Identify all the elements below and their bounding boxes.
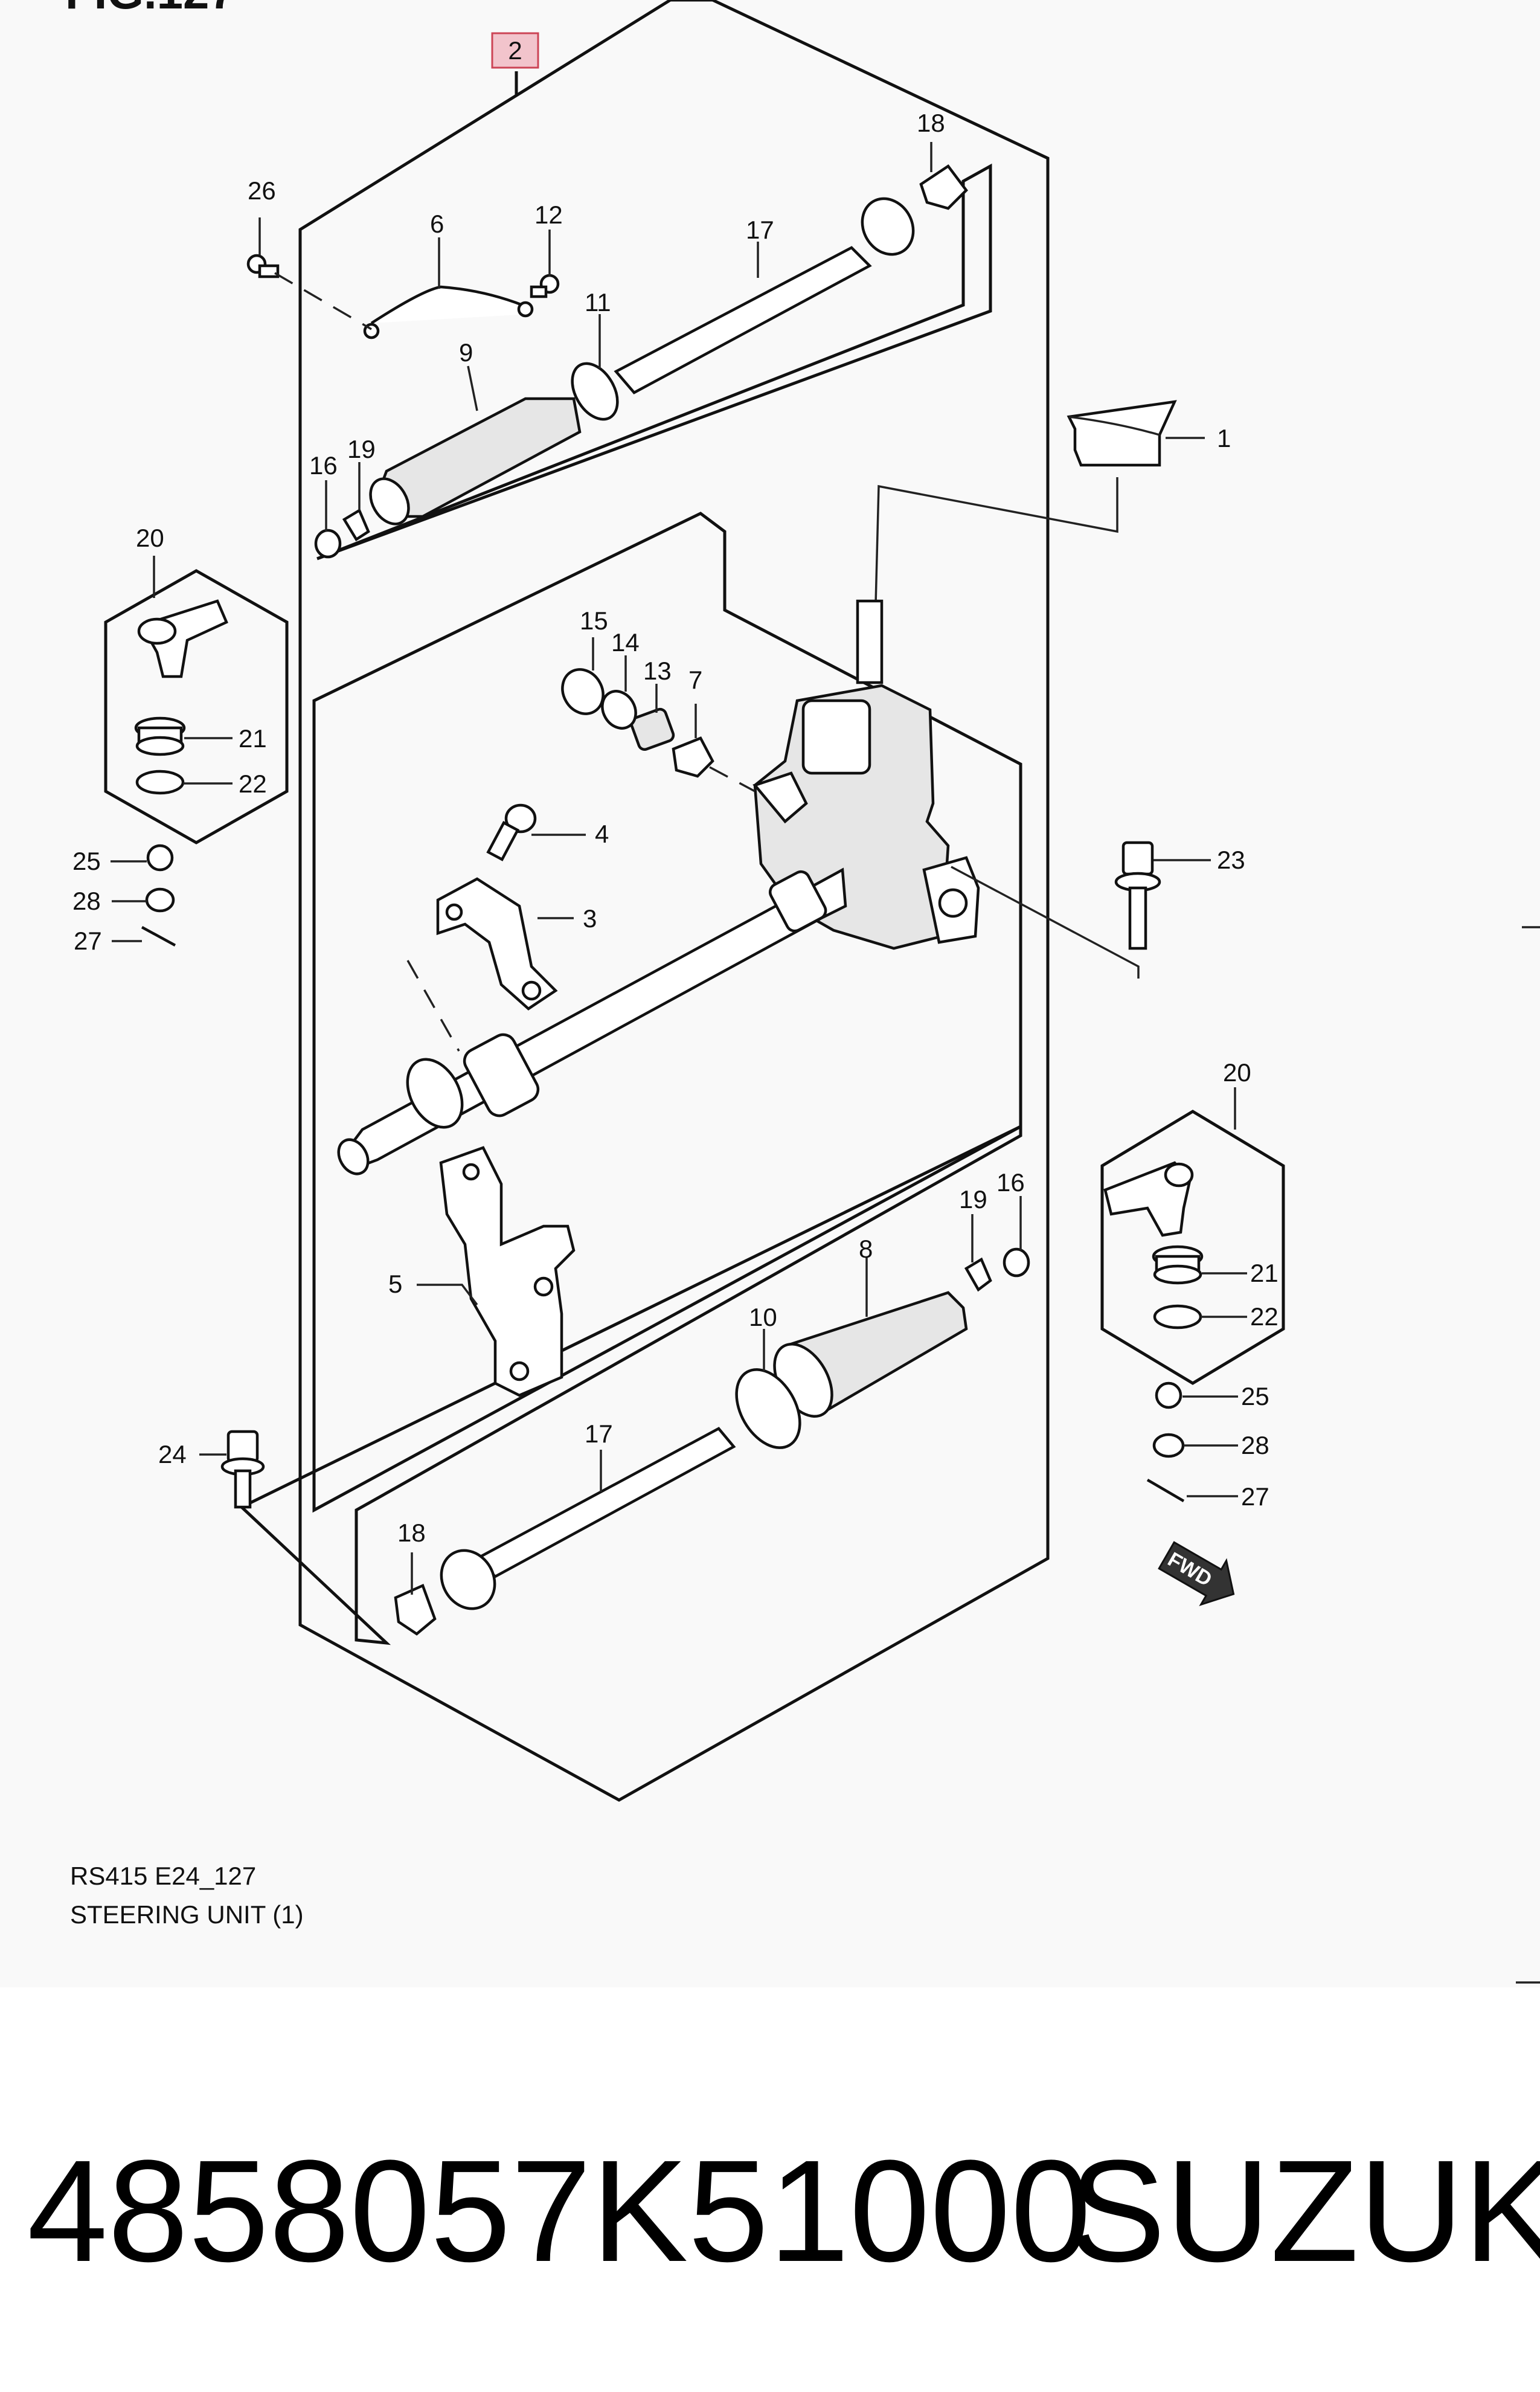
part-12-screw[interactable] [530, 274, 560, 298]
callout-17-lower[interactable]: 17 [585, 1419, 613, 1448]
part-28-castle-nut-right[interactable] [1152, 1433, 1185, 1458]
leader-lines [111, 142, 1247, 1595]
part-6-wire[interactable] [370, 285, 530, 324]
part-20-tie-rod-end-left[interactable] [137, 599, 228, 678]
callout-4[interactable]: 4 [595, 820, 609, 848]
part-18-lock-washer-upper[interactable] [919, 164, 968, 210]
callout-7[interactable]: 7 [688, 666, 702, 694]
part-4-bolt[interactable] [486, 803, 537, 861]
part-6-wire-end-right[interactable] [517, 301, 534, 318]
part-28-castle-nut-left[interactable] [145, 887, 175, 913]
part-17-tie-rod-upper[interactable] [614, 189, 923, 394]
right-tie-rod-end-box [1100, 1110, 1285, 1385]
part-10-band[interactable] [723, 1358, 813, 1459]
callout-8[interactable]: 8 [859, 1235, 873, 1263]
part-14-plug[interactable] [595, 685, 642, 734]
callout-25-left[interactable]: 25 [72, 847, 101, 875]
callout-15[interactable]: 15 [580, 606, 608, 635]
callout-17-upper[interactable]: 17 [746, 216, 774, 244]
part-11-band[interactable] [563, 356, 626, 428]
part-number: 4858057K51000 [27, 2130, 1091, 2292]
callout-10[interactable]: 10 [749, 1303, 777, 1331]
callout-16-upper[interactable]: 16 [309, 451, 338, 480]
leader-23 [951, 866, 1140, 979]
callout-16-lower[interactable]: 16 [996, 1168, 1025, 1197]
part-22-ring-left[interactable] [135, 770, 185, 795]
part-rack-tube[interactable] [333, 867, 847, 1179]
callout-3[interactable]: 3 [583, 904, 597, 933]
callout-24[interactable]: 24 [158, 1440, 187, 1468]
callout-18-upper[interactable]: 18 [917, 109, 945, 137]
part-19-clip-lower[interactable] [964, 1257, 992, 1292]
callout-13[interactable]: 13 [643, 657, 672, 685]
part-23-bolt[interactable] [1114, 841, 1161, 950]
brand-name: SUZUKI [1069, 2130, 1540, 2292]
callout-22-left[interactable]: 22 [239, 770, 267, 798]
callout-11[interactable]: 11 [585, 288, 611, 317]
callout-19-lower[interactable]: 19 [959, 1185, 987, 1214]
part-26-screw[interactable] [246, 254, 280, 278]
part-20-tie-rod-end-right[interactable] [1103, 1161, 1194, 1237]
part-27-cotter-pin-left[interactable] [141, 926, 176, 947]
callout-1[interactable]: 1 [1217, 424, 1231, 452]
callout-14[interactable]: 14 [611, 628, 640, 657]
part-15-locknut[interactable] [554, 662, 611, 721]
part-25-nut-left[interactable] [146, 844, 174, 872]
assembly-outline [298, 0, 1050, 1802]
fwd-direction-arrow: FWD [1158, 1541, 1235, 1606]
part-16-nut-upper[interactable] [314, 529, 342, 559]
callout-20-left[interactable]: 20 [136, 524, 164, 552]
part-1-column-cover[interactable] [1067, 400, 1177, 467]
dashed-connectors [274, 272, 756, 1052]
callout-27-right[interactable]: 27 [1241, 1482, 1269, 1511]
part-18-lock-washer-lower[interactable] [394, 1583, 437, 1636]
callout-5[interactable]: 5 [388, 1270, 402, 1298]
callout-6[interactable]: 6 [430, 210, 444, 238]
assembly-number-box[interactable] [491, 32, 539, 69]
figure-code: RS415 E24_127 [70, 1862, 257, 1890]
part-13-spring[interactable] [630, 707, 675, 751]
diagram-sheet [0, 0, 1540, 1987]
callout-18-lower[interactable]: 18 [397, 1519, 426, 1547]
callout-21-right[interactable]: 21 [1250, 1259, 1279, 1287]
part-22-ring-right[interactable] [1153, 1304, 1202, 1329]
part-27-cotter-pin-right[interactable] [1146, 1479, 1185, 1502]
part-16-nut-lower[interactable] [1003, 1247, 1030, 1278]
upper-subgroup-outline [316, 163, 992, 561]
callout-21-left[interactable]: 21 [239, 724, 267, 753]
figure-description: STEERING UNIT (1) [70, 1900, 304, 1929]
part-25-nut-right[interactable] [1155, 1381, 1182, 1409]
callout-20-right[interactable]: 20 [1223, 1058, 1251, 1087]
left-tie-rod-end-box [104, 569, 289, 844]
part-21-dust-seal-left[interactable] [134, 716, 186, 756]
callout-28-left[interactable]: 28 [72, 887, 101, 915]
callout-28-right[interactable]: 28 [1241, 1431, 1269, 1459]
exploded-parts-diagram: FIG.127 2 [65, 0, 1540, 1984]
callout-25-right[interactable]: 25 [1241, 1382, 1269, 1410]
callout-2[interactable]: 2 [508, 36, 522, 65]
part-7-yoke[interactable] [672, 736, 714, 778]
callout-12[interactable]: 12 [534, 201, 563, 229]
part-19-clip-upper[interactable] [342, 508, 370, 542]
part-24-bolt[interactable] [220, 1430, 265, 1509]
part-3-clamp[interactable] [436, 877, 558, 1011]
callout-19-upper[interactable]: 19 [347, 435, 376, 463]
part-9-boot-upper[interactable] [363, 397, 582, 531]
part-17-tie-rod-lower[interactable] [431, 1427, 736, 1618]
callout-27-left[interactable]: 27 [74, 927, 102, 955]
leader-1-to-housing [874, 477, 1118, 605]
callout-23[interactable]: 23 [1217, 846, 1245, 874]
callout-22-right[interactable]: 22 [1250, 1302, 1279, 1331]
part-21-dust-seal-right[interactable] [1152, 1245, 1204, 1285]
callout-26[interactable]: 26 [248, 176, 276, 205]
figure-title: FIG.127 [65, 0, 236, 19]
lower-subgroup-outline [239, 1124, 1022, 1645]
callout-9[interactable]: 9 [459, 338, 473, 367]
part-5-bracket[interactable] [439, 1146, 576, 1397]
